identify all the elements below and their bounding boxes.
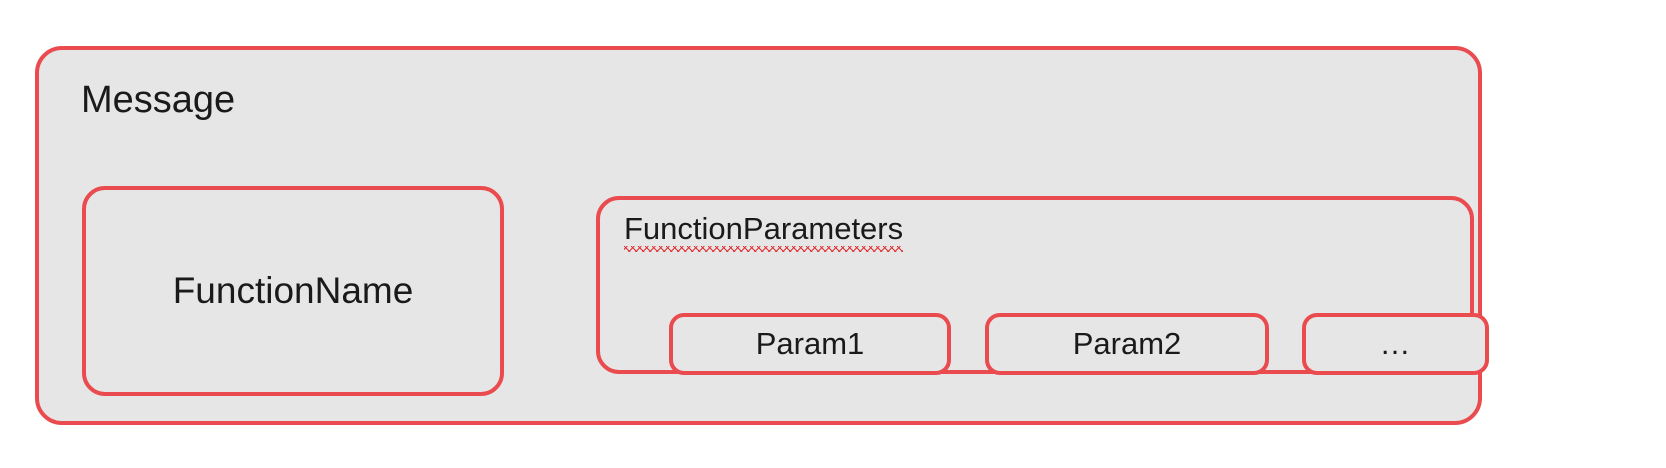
function-name-label: FunctionName — [172, 270, 414, 311]
function-parameters-container[interactable]: FunctionParameters Param1 Param2 … — [596, 196, 1489, 375]
parameter-chip-label: Param1 — [755, 326, 865, 361]
parameter-chip-more[interactable]: … — [1302, 313, 1489, 375]
function-name-container[interactable]: FunctionName — [82, 186, 504, 396]
parameter-chip-label: Param2 — [1072, 326, 1182, 361]
parameter-chip-label: … — [1379, 326, 1412, 361]
parameter-chip-row: Param1 Param2 … — [669, 313, 1489, 375]
message-container[interactable]: Message FunctionName FunctionParameters … — [35, 46, 1489, 425]
message-label: Message — [81, 79, 236, 121]
parameter-chip-param2[interactable]: Param2 — [985, 313, 1269, 375]
function-parameters-label: FunctionParameters — [624, 211, 904, 252]
parameter-chip-param1[interactable]: Param1 — [669, 313, 951, 375]
